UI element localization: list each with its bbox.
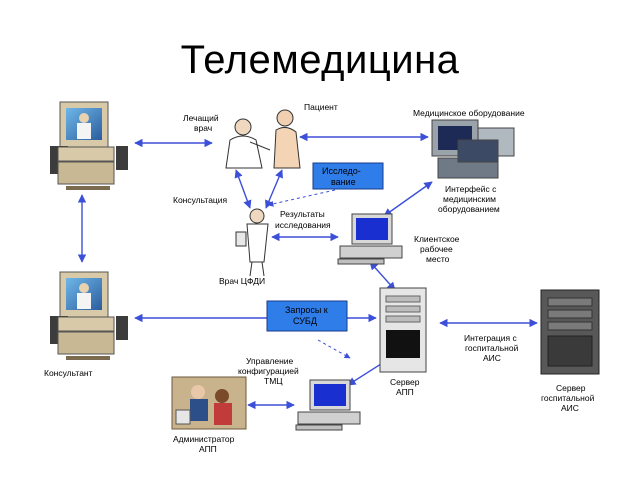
label-client-3: место — [426, 254, 450, 264]
label-consultant: Консультант — [44, 368, 93, 378]
label-research-1: Исследо- — [322, 166, 361, 176]
label-medical-equipment: Медицинское оборудование — [413, 108, 525, 118]
label-cfdi-doctor: Врач ЦФДИ — [219, 276, 265, 286]
arrow-doctor-cfdi — [234, 169, 252, 209]
dashed-arrows — [267, 189, 351, 359]
dbms-queries-box — [266, 300, 348, 332]
label-research-2: вание — [331, 177, 356, 187]
label-patient: Пациент — [304, 102, 338, 112]
label-results-2: исследования — [275, 220, 331, 230]
label-interface-1: Интерфейс с — [445, 184, 497, 194]
label-client-2: рабочее — [420, 244, 453, 254]
arrow-client-server — [369, 261, 396, 291]
label-app-server-2: АПП — [396, 387, 414, 397]
config-workstation-icon — [295, 379, 361, 431]
label-client-1: Клиентское — [414, 234, 460, 244]
label-dbms-1: Запросы к — [285, 305, 328, 315]
label-integration-1: Интеграция с — [464, 333, 517, 343]
label-config-3: ТМЦ — [264, 376, 283, 386]
app-server-icon — [379, 287, 427, 373]
cfdi-doctor-icon — [235, 208, 269, 277]
label-treating-doctor-1: Лечащий — [183, 113, 219, 123]
label-admin-2: АПП — [199, 444, 217, 454]
label-admin-1: Администратор — [173, 434, 235, 444]
research-box — [312, 162, 384, 190]
connection-arrows — [77, 132, 538, 410]
label-interface-3: оборудованием — [438, 204, 500, 214]
label-integration-2: госпитальной — [465, 343, 519, 353]
patient-icon — [273, 109, 301, 169]
medical-equipment-icon — [431, 119, 515, 179]
label-app-server-1: Сервер — [390, 377, 420, 387]
computer-icon-consultant — [50, 271, 128, 360]
label-hospital-server-1: Сервер — [556, 383, 586, 393]
label-results-1: Результаты — [280, 209, 325, 219]
label-config-1: Управление — [246, 356, 294, 366]
page-title: Телемедицина — [180, 38, 460, 82]
computer-icon-top — [50, 101, 128, 190]
label-consultation: Консультация — [173, 195, 228, 205]
label-dbms-2: СУБД — [293, 316, 317, 326]
client-workstation-icon — [337, 213, 403, 265]
label-integration-3: АИС — [483, 353, 501, 363]
label-treating-doctor-2: врач — [194, 123, 212, 133]
administrator-icon — [171, 376, 247, 430]
diagram-labels: Лечащий врач Пациент Медицинское оборудо… — [44, 102, 595, 454]
label-config-2: конфигурацией — [238, 366, 299, 376]
label-hospital-server-2: госпитальной — [541, 393, 595, 403]
label-hospital-server-3: АИС — [561, 403, 579, 413]
arrow-equipment-client — [383, 181, 433, 217]
label-interface-2: медицинским — [443, 194, 496, 204]
hospital-server-icon — [540, 289, 600, 375]
treating-doctor-icon — [225, 118, 271, 169]
